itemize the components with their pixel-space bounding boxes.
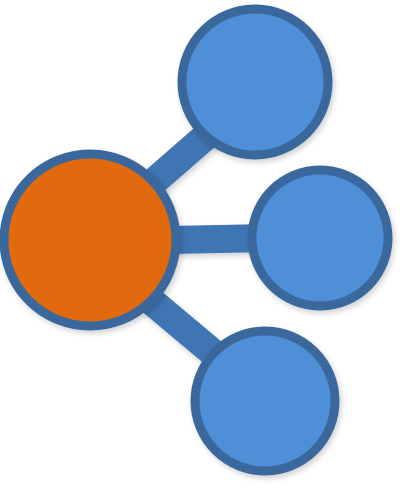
hub-node <box>0 149 181 331</box>
middle-node <box>247 165 393 311</box>
bottom-node <box>190 326 340 476</box>
top-node <box>177 4 333 160</box>
nodes <box>0 4 393 476</box>
